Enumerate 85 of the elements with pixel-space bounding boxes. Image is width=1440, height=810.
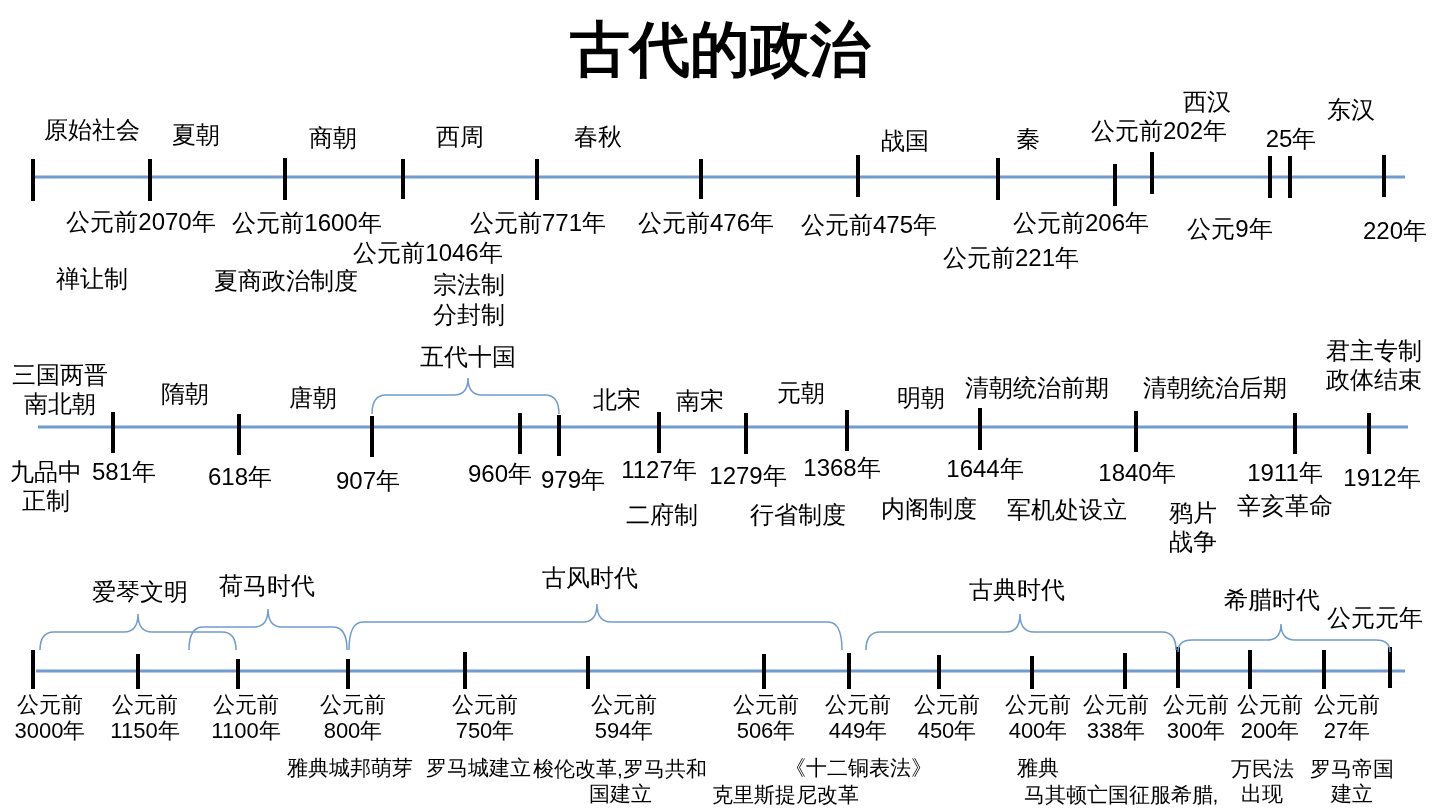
year-label: 公元前475年 [801, 210, 937, 240]
year-label: 公元前1100年 [210, 691, 282, 745]
period-label: 三国两晋南北朝 [11, 361, 109, 419]
period-label: 战国 [881, 126, 929, 156]
period-label: 秦 [1016, 124, 1040, 154]
year-label: 公元前2070年 [66, 207, 216, 237]
period-label: 春秋 [574, 122, 622, 152]
period-label: 南宋 [676, 386, 724, 416]
system-label: 夏商政治制度 [214, 266, 358, 296]
year-label: 公元前300年 [1162, 691, 1230, 745]
year-label: 公元元年 [1327, 603, 1423, 633]
event-label: 马其顿亡国征服希腊, [1023, 782, 1219, 808]
event-label: 梭伦改革,罗马共和国建立 [532, 755, 708, 807]
period-label: 元朝 [777, 378, 825, 408]
year-label: 公元9年 [1187, 214, 1273, 244]
period-label: 东汉 [1327, 95, 1375, 125]
year-label: 公元前338年 [1082, 691, 1150, 745]
event-label: 鸦片战争 [1168, 499, 1218, 557]
period-label: 夏朝 [172, 120, 220, 150]
system-label: 宗法制 [433, 270, 505, 300]
system-label: 二府制 [626, 500, 698, 530]
event-label: 罗马城建立 [425, 755, 531, 781]
event-label: 君主专制政体结束 [1325, 337, 1423, 395]
year-label: 1644年 [946, 454, 1024, 484]
year-label: 220年 [1363, 216, 1427, 246]
year-label: 1912年 [1343, 463, 1421, 493]
period-label: 清朝统治后期 [1143, 373, 1287, 403]
year-label: 公元前1046年 [353, 238, 503, 268]
year-label: 公元前400年 [1004, 691, 1072, 745]
year-label: 公元前506年 [732, 691, 800, 745]
era-label: 古风时代 [542, 563, 638, 593]
event-label: 罗马帝国建立 [1309, 755, 1395, 807]
year-label: 公元前206年 [1013, 208, 1149, 238]
period-label: 原始社会 [44, 115, 140, 145]
period-label: 明朝 [897, 383, 945, 413]
year-label: 公元前221年 [943, 243, 1079, 273]
system-label: 分封制 [433, 300, 505, 330]
era-label: 荷马时代 [219, 571, 315, 601]
year-label: 1840年 [1098, 458, 1176, 488]
year-label: 公元前771年 [470, 208, 606, 238]
era-label: 古典时代 [969, 575, 1065, 605]
system-label: 行省制度 [750, 500, 846, 530]
period-label: 清朝统治前期 [965, 373, 1109, 403]
event-label: 克里斯提尼改革 [711, 782, 859, 808]
year-label: 979年 [541, 465, 605, 495]
event-label: 《十二铜表法》 [784, 755, 932, 781]
period-label: 北宋 [593, 385, 641, 415]
era-label: 爱琴文明 [92, 577, 188, 607]
system-label: 内阁制度 [881, 494, 977, 524]
period-label: 商朝 [309, 123, 357, 153]
year-label: 公元前200年 [1236, 691, 1304, 745]
event-label: 雅典城邦萌芽 [287, 755, 413, 781]
period-label: 西周 [436, 122, 484, 152]
year-label: 1127年 [621, 455, 697, 485]
year-label: 907年 [336, 466, 400, 496]
year-label: 公元前800年 [319, 691, 387, 745]
period-label: 西汉 [1183, 87, 1231, 117]
year-label: 25年 [1265, 124, 1317, 154]
event-label: 雅典 [1017, 755, 1059, 781]
year-label: 1911年 [1247, 458, 1323, 488]
year-label: 公元前750年 [451, 691, 519, 745]
system-label: 禅让制 [56, 264, 128, 294]
event-label: 万民法出现 [1229, 755, 1295, 807]
period-label: 隋朝 [161, 379, 209, 409]
page-title: 古代的政治 [570, 15, 870, 85]
year-label: 960年 [468, 459, 532, 489]
system-label: 军机处设立 [1007, 495, 1127, 525]
system-label: 九品中正制 [9, 458, 83, 516]
year-label: 581年 [92, 457, 156, 487]
year-label: 公元前476年 [638, 208, 774, 238]
year-label: 公元前450年 [913, 691, 981, 745]
year-label: 公元前202年 [1091, 116, 1227, 146]
year-label: 公元前594年 [590, 691, 658, 745]
year-label: 公元前1150年 [109, 691, 181, 745]
year-label: 公元前449年 [824, 691, 892, 745]
year-label: 1368年 [803, 453, 881, 483]
year-label: 公元前3000年 [14, 691, 86, 745]
event-label: 辛亥革命 [1237, 491, 1333, 521]
era-label: 希腊时代 [1224, 585, 1320, 615]
year-label: 618年 [208, 462, 272, 492]
year-label: 公元前1600年 [232, 208, 382, 238]
period-label: 唐朝 [289, 383, 337, 413]
period-label: 五代十国 [420, 342, 516, 372]
year-label: 1279年 [709, 461, 787, 491]
year-label: 公元前27年 [1313, 691, 1381, 745]
